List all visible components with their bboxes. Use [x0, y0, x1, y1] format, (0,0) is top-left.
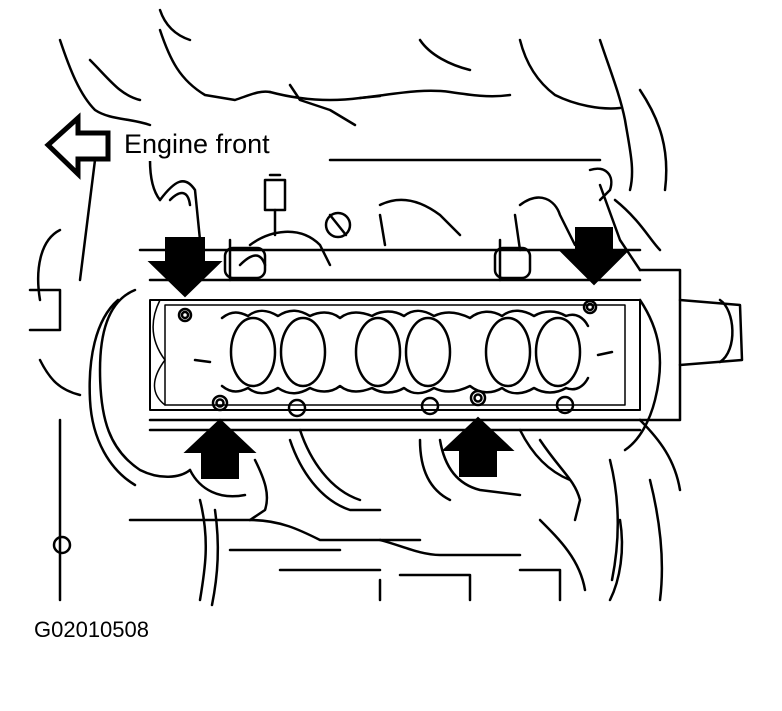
- bolt-arrow-top-right: [557, 227, 631, 286]
- intake-gasket: [149, 299, 641, 418]
- lower-engine: [52, 288, 662, 607]
- right-housing: [608, 268, 744, 602]
- hollow-left-arrow-icon: [44, 112, 111, 180]
- bolt-arrow-bottom-right: [441, 416, 515, 477]
- figure-id: G02010508: [34, 617, 149, 642]
- bolt-arrow-top-left: [147, 237, 223, 298]
- engine-front-label: Engine front: [120, 127, 274, 161]
- bolt-arrow-bottom-left: [183, 418, 257, 479]
- engine-outline: [28, 8, 668, 397]
